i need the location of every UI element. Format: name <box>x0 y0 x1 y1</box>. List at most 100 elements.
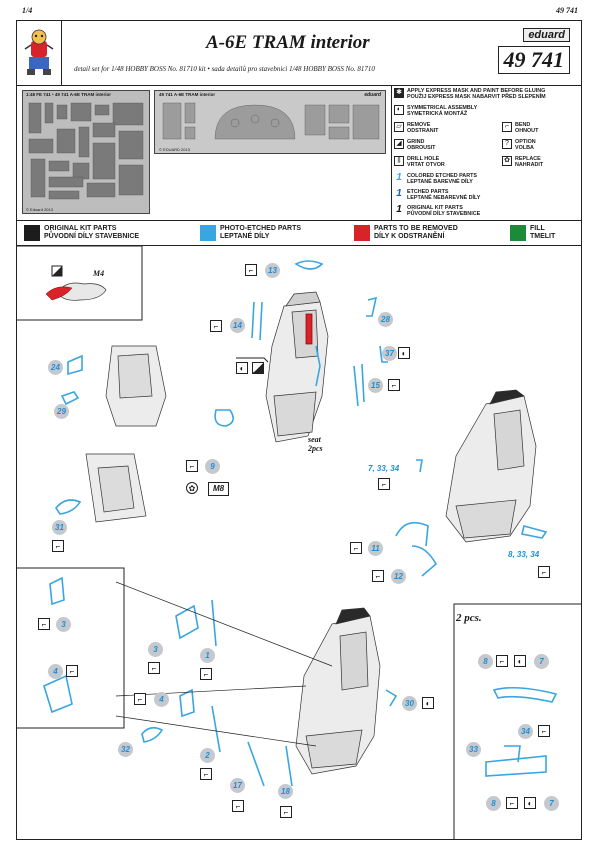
bend-icon: ⌐ <box>66 665 78 677</box>
instruction-legend: ✱APPLY EXPRESS MASK AND PAINT BEFORE GLU… <box>394 88 580 220</box>
part-callout-31: 31 <box>52 520 67 535</box>
legend-grind: ◢GRIND OBROUSIT <box>394 139 435 151</box>
part-callout-9: 9 <box>205 459 220 474</box>
color-legend-etched: PHOTO-ETCHED PARTS LEPTANÉ DÍLY <box>200 225 301 241</box>
part-callout-7a: 7 <box>534 654 549 669</box>
etch-sheet-right: 49 741 A-6E TRAM interior eduard © EDUAR… <box>154 90 386 154</box>
bend-icon: ⌐ <box>496 655 508 667</box>
etch-sheet-preview: 1:48 FE 741 • 49 741 A-6E TRAM interior … <box>16 86 392 220</box>
page-frame <box>16 20 582 840</box>
remove-icon: ▱ <box>394 122 404 132</box>
seat-label: seat 2pcs <box>308 435 323 453</box>
bend-icon: ⌐ <box>350 542 362 554</box>
etched-icon: 1 <box>396 188 402 199</box>
bend-icon: ⌐ <box>210 320 222 332</box>
two-pcs-parts <box>485 686 558 777</box>
express-mask-icon: ✱ <box>394 88 404 98</box>
brand-logo: eduard <box>523 28 570 42</box>
assembly-diagram <box>16 246 582 840</box>
side-parts-box <box>16 567 125 729</box>
part-callout-15: 15 <box>368 378 383 393</box>
colored-etched-icon: 1 <box>396 172 402 183</box>
legend-drill: ⫼DRILL HOLE VRTAT OTVOR <box>394 156 445 168</box>
part-callout-1: 1 <box>200 648 215 663</box>
m8-label: M8 <box>208 482 230 496</box>
header: A-6E TRAM interior detail set for 1/48 H… <box>16 20 582 86</box>
bend-icon: ⌐ <box>538 725 550 737</box>
two-pcs-box <box>453 603 582 840</box>
bend-icon: ⌐ <box>232 800 244 812</box>
seat-lower <box>295 607 381 775</box>
part-callout-17: 17 <box>230 778 245 793</box>
legend-bend: ⌐BEND OHNOUT <box>502 122 538 134</box>
sheet-left-foot: © Eduard 2013 <box>26 207 53 212</box>
seat-upper <box>265 291 329 443</box>
part-callout-7b: 7 <box>544 796 559 811</box>
remove-swatch <box>354 225 370 241</box>
bend-icon: ⌐ <box>200 768 212 780</box>
legend-replace: ✿REPLACE NAHRADIT <box>502 156 543 168</box>
mascot-logo <box>16 20 62 86</box>
part-callout-3b: 3 <box>148 642 163 657</box>
m4-label: M4 <box>93 269 105 278</box>
part-callout-8a: 8 <box>478 654 493 669</box>
grind-icon: ◢ <box>394 139 404 149</box>
part-callout-4a: 4 <box>48 664 63 679</box>
sheet-right-brand: eduard <box>364 92 381 98</box>
etch-sheet-left: 1:48 FE 741 • 49 741 A-6E TRAM interior … <box>22 90 150 214</box>
part-callout-29: 29 <box>54 404 69 419</box>
bend-icon: ⌐ <box>38 618 50 630</box>
m4-part <box>45 265 107 301</box>
sheet-right-label: 49 741 A-6E TRAM interior <box>159 92 216 97</box>
part-callout-18: 18 <box>278 784 293 799</box>
option-icon: ? <box>502 139 512 149</box>
bend-icon: ⌐ <box>280 806 292 818</box>
part-callout-30: 30 <box>402 696 417 711</box>
part-callout-8-33-34: 8, 33, 34 <box>508 550 540 559</box>
sheet-left-label: 1:48 FE 741 • 49 741 A-6E TRAM interior <box>26 92 111 97</box>
color-legend-original: ORIGINAL KIT PARTS PŮVODNÍ DÍLY STAVEBNI… <box>24 225 139 241</box>
symmetrical-icon: ◐ <box>236 362 248 374</box>
bend-icon: ⌐ <box>134 693 146 705</box>
symmetrical-icon: ◐ <box>394 105 404 115</box>
bend-icon: ⌐ <box>200 668 212 680</box>
product-code: 49 741 <box>497 46 570 74</box>
original-icon: 1 <box>396 204 402 215</box>
part-callout-32: 32 <box>118 742 133 757</box>
part-callout-4b: 4 <box>154 692 169 707</box>
part-callout-37: 37 <box>382 346 397 361</box>
original-swatch <box>24 225 40 241</box>
part-callout-12: 12 <box>391 569 406 584</box>
drill-icon: ⫼ <box>394 156 404 166</box>
bend-icon: ⌐ <box>52 540 64 552</box>
bend-icon: ⌐ <box>538 566 550 578</box>
replace-icon: ✿ <box>186 482 198 494</box>
part-callout-28: 28 <box>378 312 393 327</box>
page-code: 49 741 <box>556 6 578 15</box>
replace-icon: ✿ <box>502 156 512 166</box>
left-detail-upper <box>105 345 167 427</box>
bend-icon: ⌐ <box>506 797 518 809</box>
part-callout-3a: 3 <box>56 617 71 632</box>
legend-remove: ▱REMOVE ODSTRANIT <box>394 122 438 134</box>
etched-parts-upper <box>214 260 388 427</box>
fill-swatch <box>510 225 526 241</box>
bend-icon: ⌐ <box>388 379 400 391</box>
legend-express-mask: ✱APPLY EXPRESS MASK AND PAINT BEFORE GLU… <box>394 88 546 100</box>
part-callout-24: 24 <box>48 360 63 375</box>
sheet-left-parts <box>28 102 144 200</box>
legend-option: ?OPTION VOLBA <box>502 139 536 151</box>
left-detail-middle <box>85 453 147 523</box>
color-legend-fill: FILL TMELIT <box>510 225 555 241</box>
grind-icon <box>252 362 264 374</box>
part-callout-33: 33 <box>466 742 481 757</box>
bend-icon: ⌐ <box>186 460 198 472</box>
bend-icon: ⌐ <box>372 570 384 582</box>
bend-icon: ⌐ <box>148 662 160 674</box>
symmetrical-icon: ◐ <box>422 697 434 709</box>
sheet-right-foot: © EDUARD 2013 <box>159 147 190 152</box>
bend-icon: ⌐ <box>502 122 512 132</box>
part-callout-8b: 8 <box>486 796 501 811</box>
legend-symmetrical: ◐SYMMETRICAL ASSEMBLY SYMETRICKÁ MONTÁŽ <box>394 105 477 117</box>
part-callout-2: 2 <box>200 748 215 763</box>
